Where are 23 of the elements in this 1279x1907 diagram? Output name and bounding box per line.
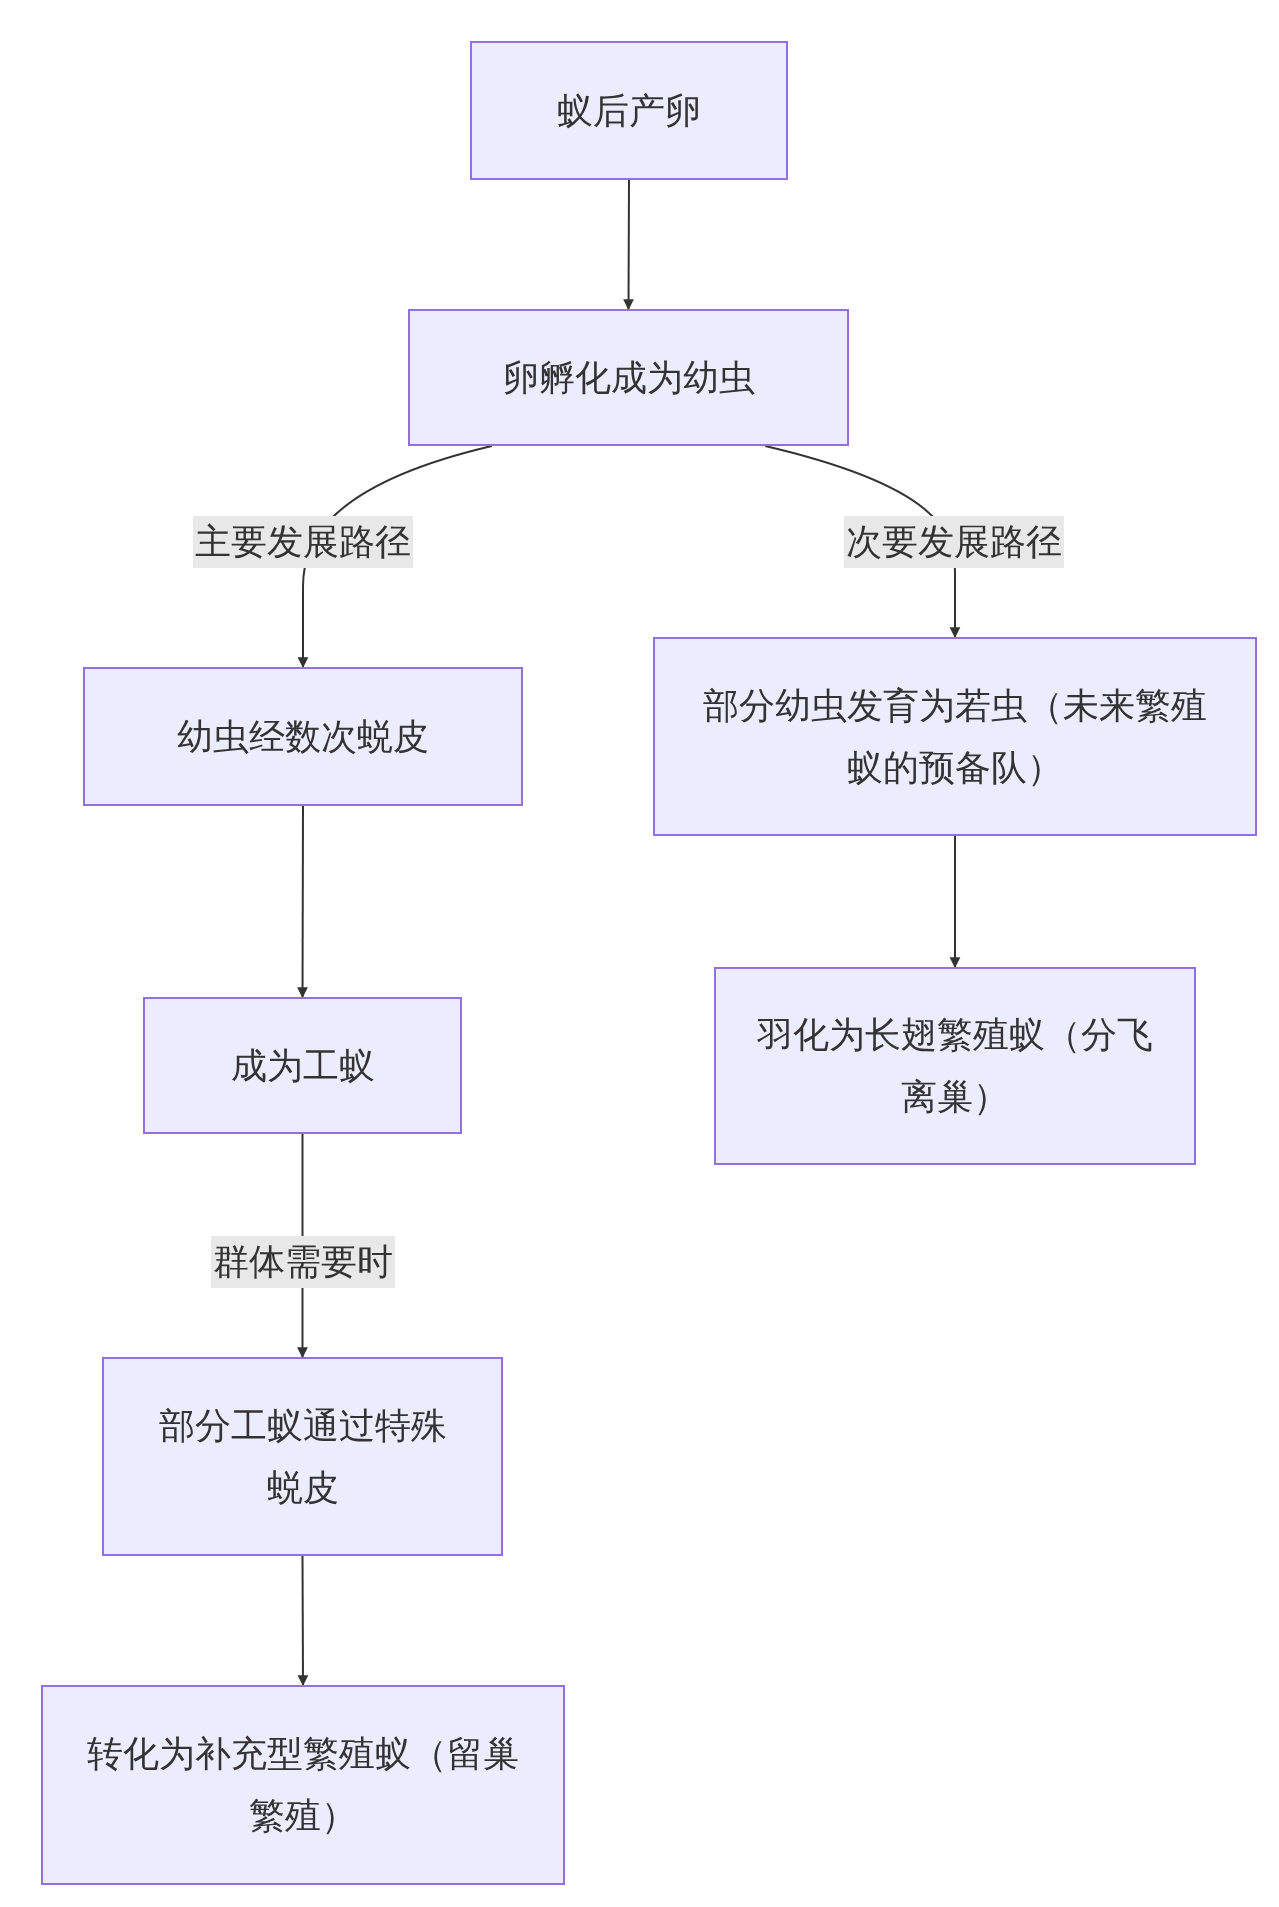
box-text: 转化为补充型繁殖蚁（留巢繁殖） xyxy=(86,1732,520,1838)
edge-label: 次要发展路径 xyxy=(844,516,1064,568)
box-text: 卵孵化成为幼虫 xyxy=(502,355,755,400)
process-box xyxy=(408,309,849,446)
arrow xyxy=(623,179,634,311)
box-text: 幼虫经数次蜕皮 xyxy=(177,714,429,759)
arrow xyxy=(949,835,961,969)
process-box xyxy=(714,967,1196,1165)
box-text: 部分幼虫发育为若虫（未来繁殖蚁的预备队） xyxy=(702,683,1208,790)
process-box xyxy=(41,1685,565,1885)
process-box xyxy=(83,667,523,806)
edge-label: 群体需要时 xyxy=(211,1236,395,1288)
process-box xyxy=(102,1357,503,1556)
process-box xyxy=(653,637,1257,836)
box-text: 成为工蚁 xyxy=(230,1043,375,1088)
box-text: 蚁后产卵 xyxy=(557,88,701,133)
box-text: 羽化为长翅繁殖蚁（分飞离巢） xyxy=(756,1013,1154,1119)
process-box xyxy=(470,41,788,180)
arrow xyxy=(297,805,308,999)
process-box xyxy=(143,997,462,1134)
edge-label: 主要发展路径 xyxy=(193,516,413,568)
arrow xyxy=(297,1555,309,1687)
box-text: 部分工蚁通过特殊蜕皮 xyxy=(157,1403,448,1510)
